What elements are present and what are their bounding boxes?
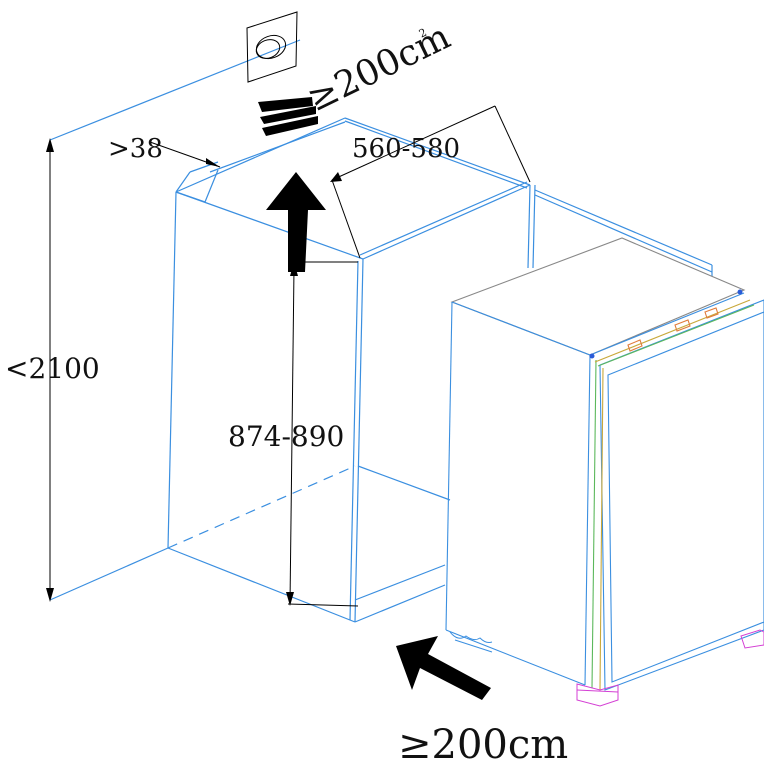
airflow-arrow-icon [266,172,491,700]
vent-grille-icon [246,11,298,83]
appliance-fridge [445,237,764,707]
label-height-total: <2100 [5,352,100,385]
cabinet-niche [49,39,713,623]
label-top-vent: ≥200cm [301,16,457,120]
label-niche-height: 874-890 [228,420,344,453]
top-ge-symbol [258,97,318,136]
label-depth: 560-580 [352,134,460,164]
label-front-vent: ≥200cm [398,722,568,759]
label-top-vent-superscript: 2 [417,26,429,41]
label-gap: >38 [108,134,163,164]
dimension-lines [46,105,531,607]
